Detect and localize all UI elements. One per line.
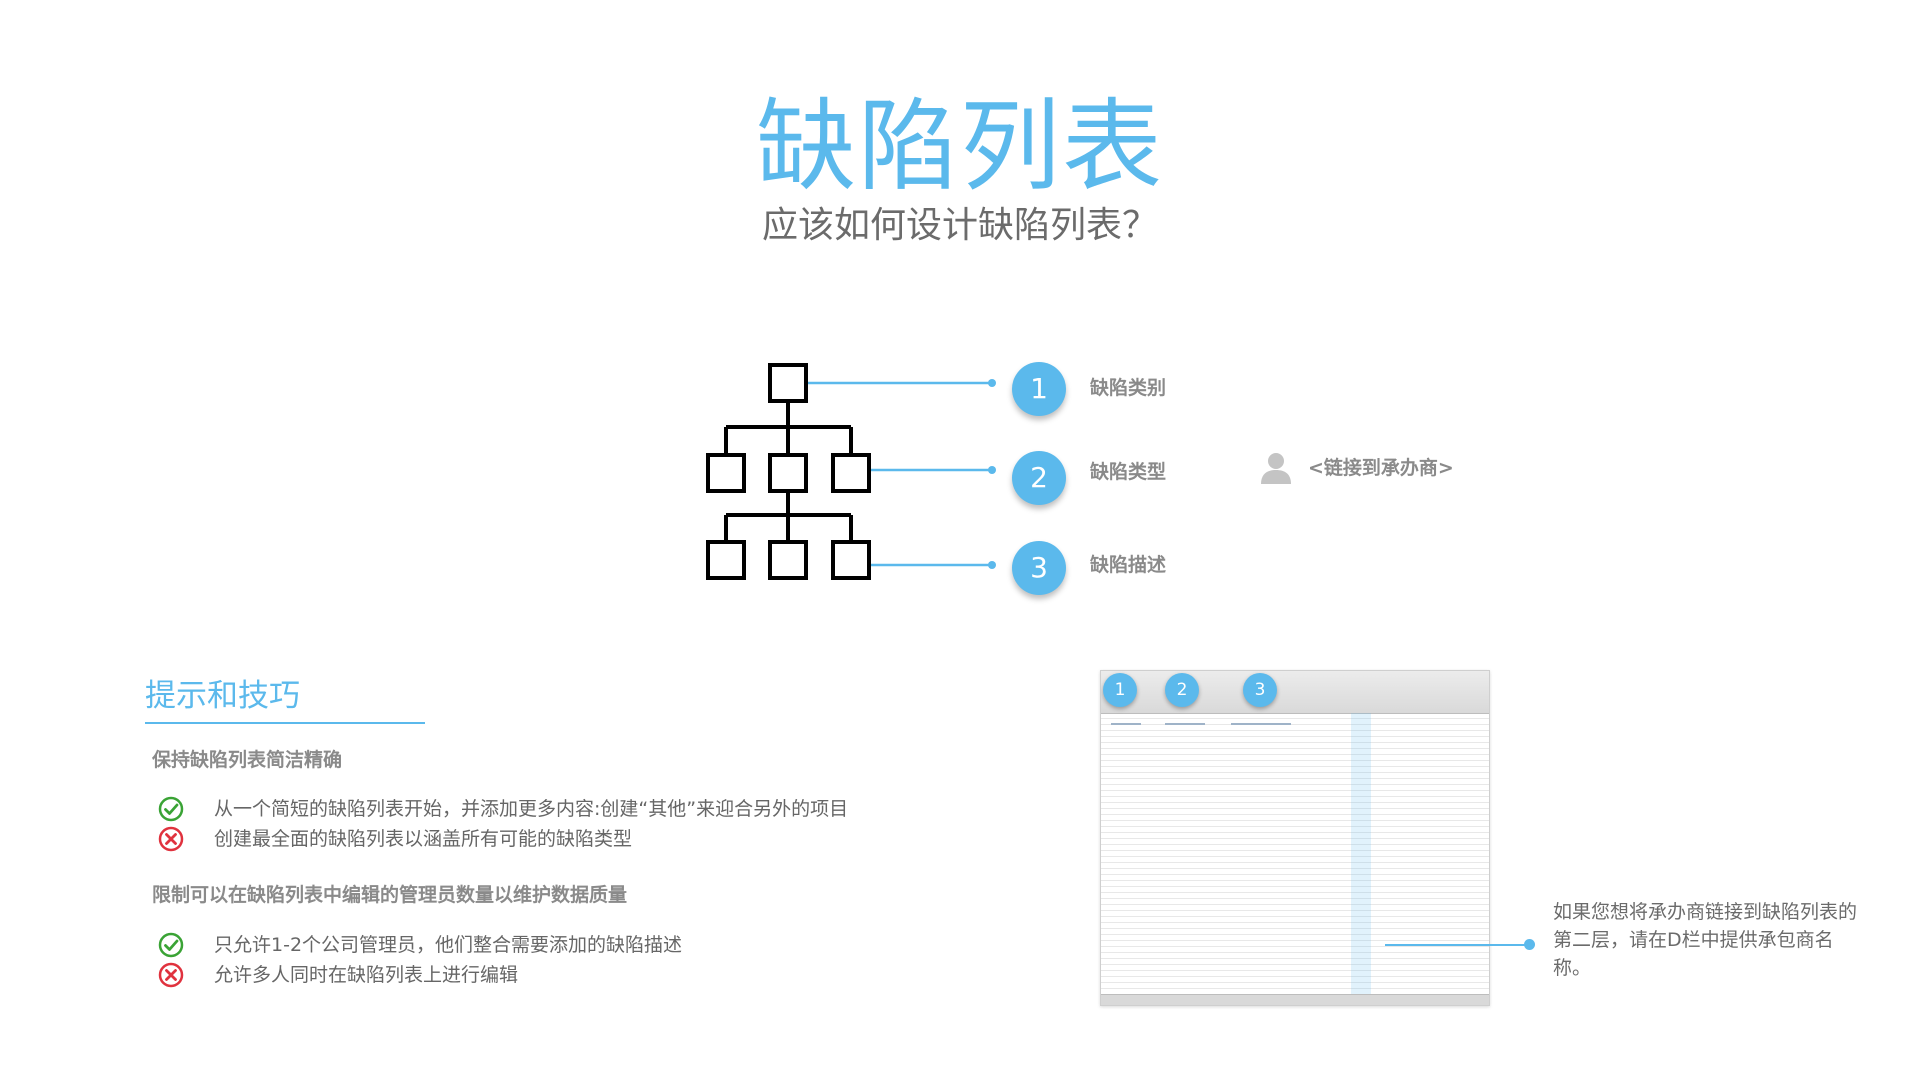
level-3-label: 缺陷描述 <box>1090 554 1167 576</box>
tip-1-dont-text: 创建最全面的缺陷列表以涵盖所有可能的缺陷类型 <box>214 828 633 850</box>
spreadsheet-screenshot: 1 2 3 <box>1100 670 1490 1006</box>
cross-icon <box>158 962 184 988</box>
check-icon <box>158 932 184 958</box>
spreadsheet-ribbon <box>1101 671 1489 714</box>
check-icon <box>158 796 184 822</box>
spreadsheet-column-d-highlight <box>1351 713 1371 995</box>
person-icon <box>1261 453 1291 484</box>
page-subtitle: 应该如何设计缺陷列表？ <box>761 205 1158 246</box>
note-connector-dot <box>1524 939 1535 950</box>
spreadsheet-badge-1: 1 <box>1103 673 1137 707</box>
level-2-badge: 2 <box>1012 451 1066 505</box>
spreadsheet-grid <box>1101 713 1489 995</box>
tip-2-dont-text: 允许多人同时在缺陷列表上进行编辑 <box>214 964 519 986</box>
tip-heading-1: 保持缺陷列表简洁精确 <box>152 749 343 771</box>
note-connector-line <box>1385 944 1527 946</box>
contractor-link-label: <链接到承办商> <box>1308 457 1454 479</box>
tips-underline <box>145 722 425 724</box>
tip-heading-2: 限制可以在缺陷列表中编辑的管理员数量以维护数据质量 <box>152 884 628 906</box>
tip-1-do-text: 从一个简短的缺陷列表开始，并添加更多内容:创建“其他”来迎合另外的项目 <box>214 798 849 820</box>
tip-2-do-text: 只允许1-2个公司管理员，他们整合需要添加的缺陷描述 <box>214 934 683 956</box>
column-d-note: 如果您想将承办商链接到缺陷列表的第二层，请在D栏中提供承包商名称。 <box>1553 901 1858 979</box>
spreadsheet-badge-2: 2 <box>1165 673 1199 707</box>
level-1-label: 缺陷类别 <box>1090 377 1167 399</box>
level-1-badge: 1 <box>1012 362 1066 416</box>
spreadsheet-sheet-tabs <box>1101 994 1489 1005</box>
page-title: 缺陷列表 <box>756 88 1164 205</box>
level-3-badge: 3 <box>1012 541 1066 595</box>
hierarchy-tree-icon <box>706 363 996 580</box>
tips-title: 提示和技巧 <box>145 678 300 714</box>
level-2-label: 缺陷类型 <box>1090 461 1167 483</box>
cross-icon <box>158 826 184 852</box>
spreadsheet-badge-3: 3 <box>1243 673 1277 707</box>
